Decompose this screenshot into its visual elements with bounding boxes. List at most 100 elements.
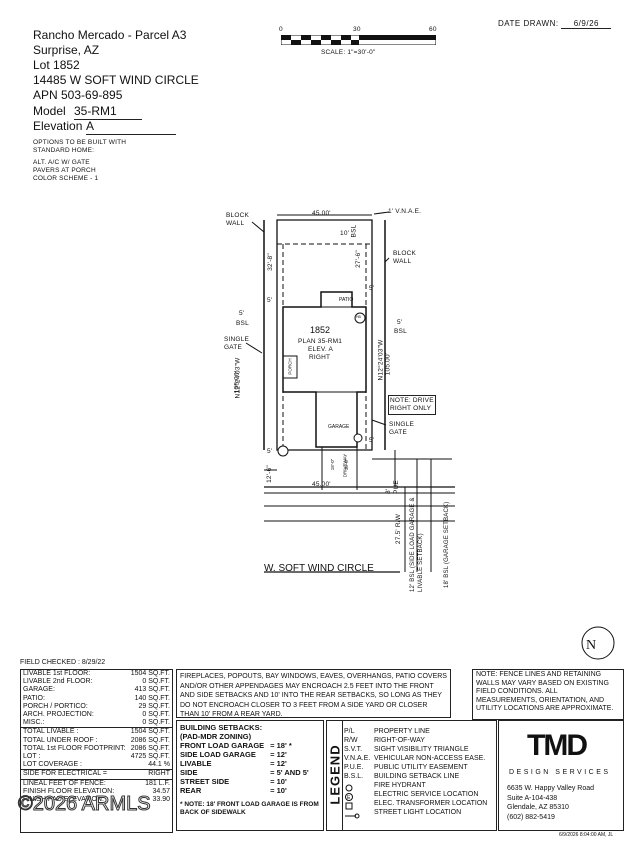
label-dim-right-top: 27'-6" [354,250,362,268]
label-bsl-top-tag: BSL [350,224,358,238]
city: Surprise, AZ [33,43,100,57]
porch-area [282,355,298,379]
legend-desc: BUILDING SETBACK LINE [374,773,460,780]
label-hb: HB [356,315,361,319]
total-value: 2086 SQ.FT. [130,736,170,744]
total-label: LOT COVERAGE : [23,761,82,769]
total-value: 4725 SQ.FT. [130,753,170,761]
patio-area [320,291,353,308]
label-drive-width: 18'-0" [330,458,336,471]
area-row: LIVABLE 2nd FLOOR:0 SQ.FT. [21,678,172,686]
area-row: PATIO:140 SQ.FT. [21,695,172,703]
elevation-value: A [86,119,176,135]
legend-abbr: R/W [344,737,358,744]
legend-desc: FIRE HYDRANT [374,782,426,789]
area-value: 140 SQ.FT. [134,694,170,702]
scale-tick-60: 60 [429,26,437,33]
elevation-row: FINISH FLOOR ELEVATION:34.57 [21,788,172,796]
legend-abbr: B.S.L. [344,773,364,780]
elevation-value: 33.90 [152,796,170,804]
electrical-table: SIDE FOR ELECTRICAL = RIGHT [21,770,172,778]
total-label: TOTAL UNDER ROOF : [23,736,98,744]
elevation-value: 34.57 [152,787,170,795]
date-drawn-value: 6/9/26 [561,19,612,29]
area-label: PORCH / PORTICO: [23,702,88,710]
label-street: W. SOFT WIND CIRCLE [264,563,374,574]
area-value: 0 SQ.FT. [142,711,170,719]
legend-item: FIRE HYDRANT [344,781,487,790]
electrical-value: RIGHT [148,770,170,778]
legend-item: V.N.A.E.VEHICULAR NON-ACCESS EASE. [344,754,487,763]
leader-gate-right [371,419,387,426]
area-row: PORCH / PORTICO:29 SQ.FT. [21,703,172,711]
house-footprint [282,291,367,448]
setback-row: FRONT LOAD GARAGE= 18' * [180,741,309,750]
total-label: TOTAL 1st FLOOR FOOTPRINT: [23,744,126,752]
legend-item: ELEC. TRANSFORMER LOCATION [344,799,487,808]
scale-tick-30: 30 [353,26,361,33]
total-value: 1504 SQ.FT. [130,728,170,736]
community-name: Rancho Mercado - Parcel A3 [33,28,187,42]
fire-hydrant-icon [345,784,353,792]
area-label: MISC.: [23,719,45,727]
label-bsl-right-dim: 5' [397,319,403,326]
company-address-2: Suite A-104-438 [507,794,558,802]
elevation-label: LINEAL FEET OF FENCE: [23,779,106,787]
hose-bib-front-icon [277,445,289,457]
setback-label: STREET SIDE [180,777,230,786]
total-row: TOTAL UNDER ROOF : 2086 SQ.FT. [21,737,172,745]
legend-item: B.S.L. BUILDING SETBACK LINE [344,772,487,781]
legend-abbr: P/L [344,728,355,735]
total-row: TOTAL LIVABLE : 1504 SQ.FT. [21,728,172,736]
area-value: 413 SQ.FT. [134,686,170,694]
label-bsl-right-tag: BSL [394,328,407,335]
svg-text:N: N [586,638,596,653]
legend-item: P.U.E.PUBLIC UTILITY EASEMENT [344,763,487,772]
lot-number: Lot 1852 [33,58,80,72]
elevation-row: FINISH PAD ELEVATION: 33.90 [21,796,172,804]
label-garage: GARAGE [328,424,350,430]
area-label: ARCH. PROJECTION: [23,711,94,719]
option-2: PAVERS AT PORCH [33,167,96,174]
legend-abbr: V.N.A.E. [344,755,371,762]
total-value: 2086 SQ.FT. [130,744,170,752]
company-address: 6635 W. Happy Valley Road Suite A-104-43… [507,784,594,822]
label-bottom-width: 45.00' [312,481,331,488]
area-label: LIVABLE 2nd FLOOR: [23,678,93,686]
label-bsl-top: 10' [340,230,350,237]
date-drawn-label: DATE DRAWN: [498,19,559,28]
label-rw: 27.5' R/W [395,513,403,545]
label-vnae: 1' V.N.A.E. [388,208,422,215]
electric-service-icon [345,793,353,801]
elevation-label: FINISH PAD ELEVATION: [23,796,104,804]
company-logo: TMD [527,729,588,762]
north-arrow-icon: N [581,626,615,660]
encroachment-note: FIREPLACES, POPOUTS, BAY WINDOWS, EAVES,… [176,669,451,718]
setback-row: SIDE LOAD GARAGE= 12' [180,750,309,759]
area-label: LIVABLE 1st FLOOR: [23,670,91,677]
label-block-wall-right: BLOCK WALL [393,250,417,265]
setback-label: FRONT LOAD GARAGE [180,741,265,750]
setback-row: STREET SIDE= 10' [180,777,309,786]
options-title: OPTIONS TO BE BUILT WITH STANDARD HOME: [33,139,127,154]
total-label: TOTAL LIVABLE : [23,728,79,736]
legend-desc: ELEC. TRANSFORMER LOCATION [374,800,488,807]
label-bsl-left-dim: 5' [239,310,245,317]
setback-value: = 5' AND 5' [270,768,309,777]
legend-desc: ELECTRIC SERVICE LOCATION [374,791,479,798]
legend-item: STREET LIGHT LOCATION [344,808,487,817]
label-single-gate-right: SINGLE GATE [389,421,415,436]
leader-block-wall-right [384,257,390,263]
label-patio: PATIO [339,297,354,303]
label-len-left: 105.00' [233,370,241,394]
option-1: ALT. A/C W/ GATE [33,159,90,166]
elevation-label: Elevation [33,119,83,133]
setbacks-box: BUILDING SETBACKS: (PAD-MDR ZONING) FRON… [176,720,324,831]
elevation-value: 181 L.F. [145,779,170,787]
legend-desc: PUBLIC UTILITY EASEMENT [374,764,468,771]
setback-row: SIDE= 5' AND 5' [180,768,309,777]
setbacks-table: FRONT LOAD GARAGE= 18' *SIDE LOAD GARAGE… [180,741,309,795]
label-dim-bottom-left: 12'-6" [265,465,273,483]
leader-gate-left [245,342,263,354]
